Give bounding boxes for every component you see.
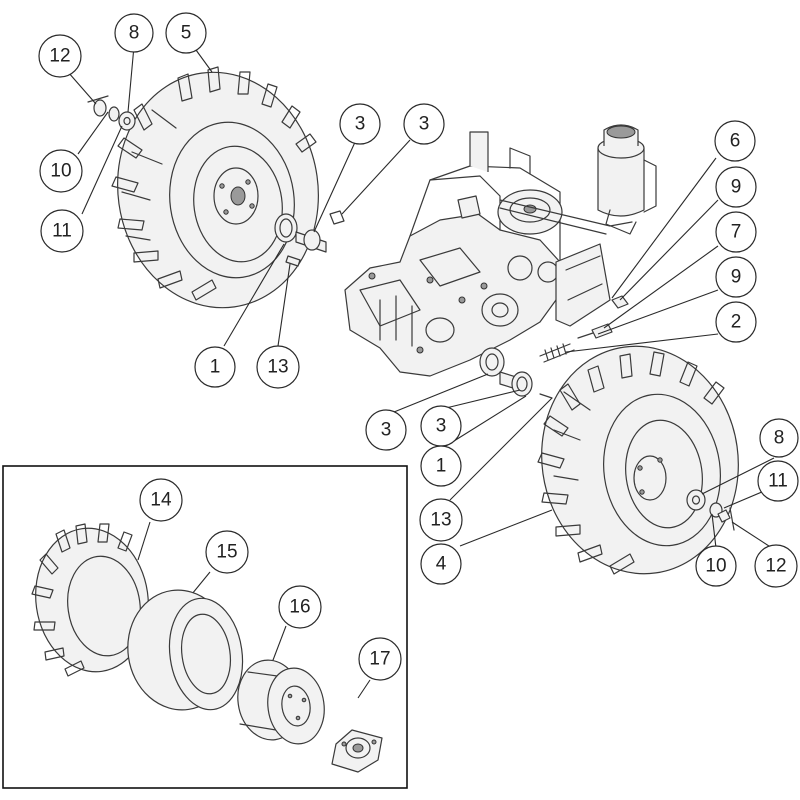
callout-17[interactable]: 17 [358, 637, 402, 681]
transmission-housing [344, 131, 633, 377]
svg-text:10: 10 [50, 161, 71, 182]
callout-16[interactable]: 16 [278, 585, 322, 629]
right-axle-parts [479, 295, 629, 399]
left-axle-parts [274, 210, 345, 267]
svg-text:13: 13 [430, 510, 451, 531]
svg-text:5: 5 [181, 23, 192, 44]
svg-text:3: 3 [436, 416, 447, 437]
callout-8-right[interactable]: 8 [759, 418, 799, 458]
callout-3-lower-b[interactable]: 3 [420, 405, 462, 447]
callout-1-left[interactable]: 1 [194, 346, 236, 388]
svg-text:11: 11 [52, 221, 72, 242]
svg-text:12: 12 [49, 46, 70, 67]
inset-tube-15 [127, 589, 244, 711]
svg-text:15: 15 [216, 542, 237, 563]
svg-text:9: 9 [731, 267, 742, 288]
svg-text:4: 4 [436, 554, 447, 575]
inset-hub-17 [331, 729, 383, 773]
callout-1-right[interactable]: 1 [420, 445, 462, 487]
callout-3-top-b[interactable]: 3 [403, 103, 445, 145]
svg-text:11: 11 [768, 471, 788, 492]
callout-4[interactable]: 4 [420, 543, 462, 585]
leader-lines [67, 45, 777, 699]
callout-12-right[interactable]: 12 [754, 544, 798, 588]
callout-12-left[interactable]: 12 [38, 34, 82, 78]
callout-13-right[interactable]: 13 [419, 498, 463, 542]
svg-text:7: 7 [731, 222, 742, 243]
callout-15[interactable]: 15 [205, 530, 249, 574]
svg-text:8: 8 [129, 23, 140, 44]
svg-text:2: 2 [731, 312, 742, 333]
inset-tire-14 [31, 523, 149, 677]
right-wheel-fasteners [686, 489, 735, 531]
svg-text:3: 3 [419, 114, 430, 135]
callout-7[interactable]: 7 [715, 211, 757, 253]
callout-13-left[interactable]: 13 [256, 345, 300, 389]
left-wheel-assembly [111, 66, 319, 309]
callout-10-right[interactable]: 10 [695, 545, 737, 587]
svg-text:10: 10 [705, 556, 726, 577]
left-wheel-fasteners [87, 95, 136, 131]
svg-text:8: 8 [774, 428, 785, 449]
svg-text:13: 13 [267, 357, 288, 378]
right-wheel-assembly [537, 345, 739, 575]
svg-text:6: 6 [730, 131, 741, 152]
callout-2[interactable]: 2 [715, 301, 757, 343]
callout-3-top-a[interactable]: 3 [339, 103, 381, 145]
svg-text:12: 12 [765, 556, 786, 577]
callout-5[interactable]: 5 [165, 12, 207, 54]
svg-text:9: 9 [731, 177, 742, 198]
callout-11-right[interactable]: 11 [757, 460, 799, 502]
inset-rim-16 [237, 659, 325, 745]
inset-frame [2, 465, 408, 789]
callout-9-lower[interactable]: 9 [715, 256, 757, 298]
oil-reservoir [597, 124, 657, 235]
svg-text:1: 1 [436, 456, 447, 477]
svg-text:3: 3 [355, 114, 366, 135]
callout-14[interactable]: 14 [139, 478, 183, 522]
svg-text:14: 14 [150, 490, 172, 511]
svg-text:3: 3 [381, 420, 392, 441]
svg-text:16: 16 [289, 597, 310, 618]
svg-text:17: 17 [369, 649, 390, 670]
callout-9-upper[interactable]: 9 [715, 166, 757, 208]
callout-11-left[interactable]: 11 [40, 209, 84, 253]
callout-8-left[interactable]: 8 [114, 13, 154, 53]
callout-6[interactable]: 6 [714, 120, 756, 162]
callouts: 12 8 5 10 11 3 3 6 9 7 9 2 1 13 3 3 1 13… [38, 12, 799, 681]
svg-text:1: 1 [210, 357, 221, 378]
callout-3-lower-a[interactable]: 3 [365, 409, 407, 451]
callout-10-left[interactable]: 10 [39, 149, 83, 193]
